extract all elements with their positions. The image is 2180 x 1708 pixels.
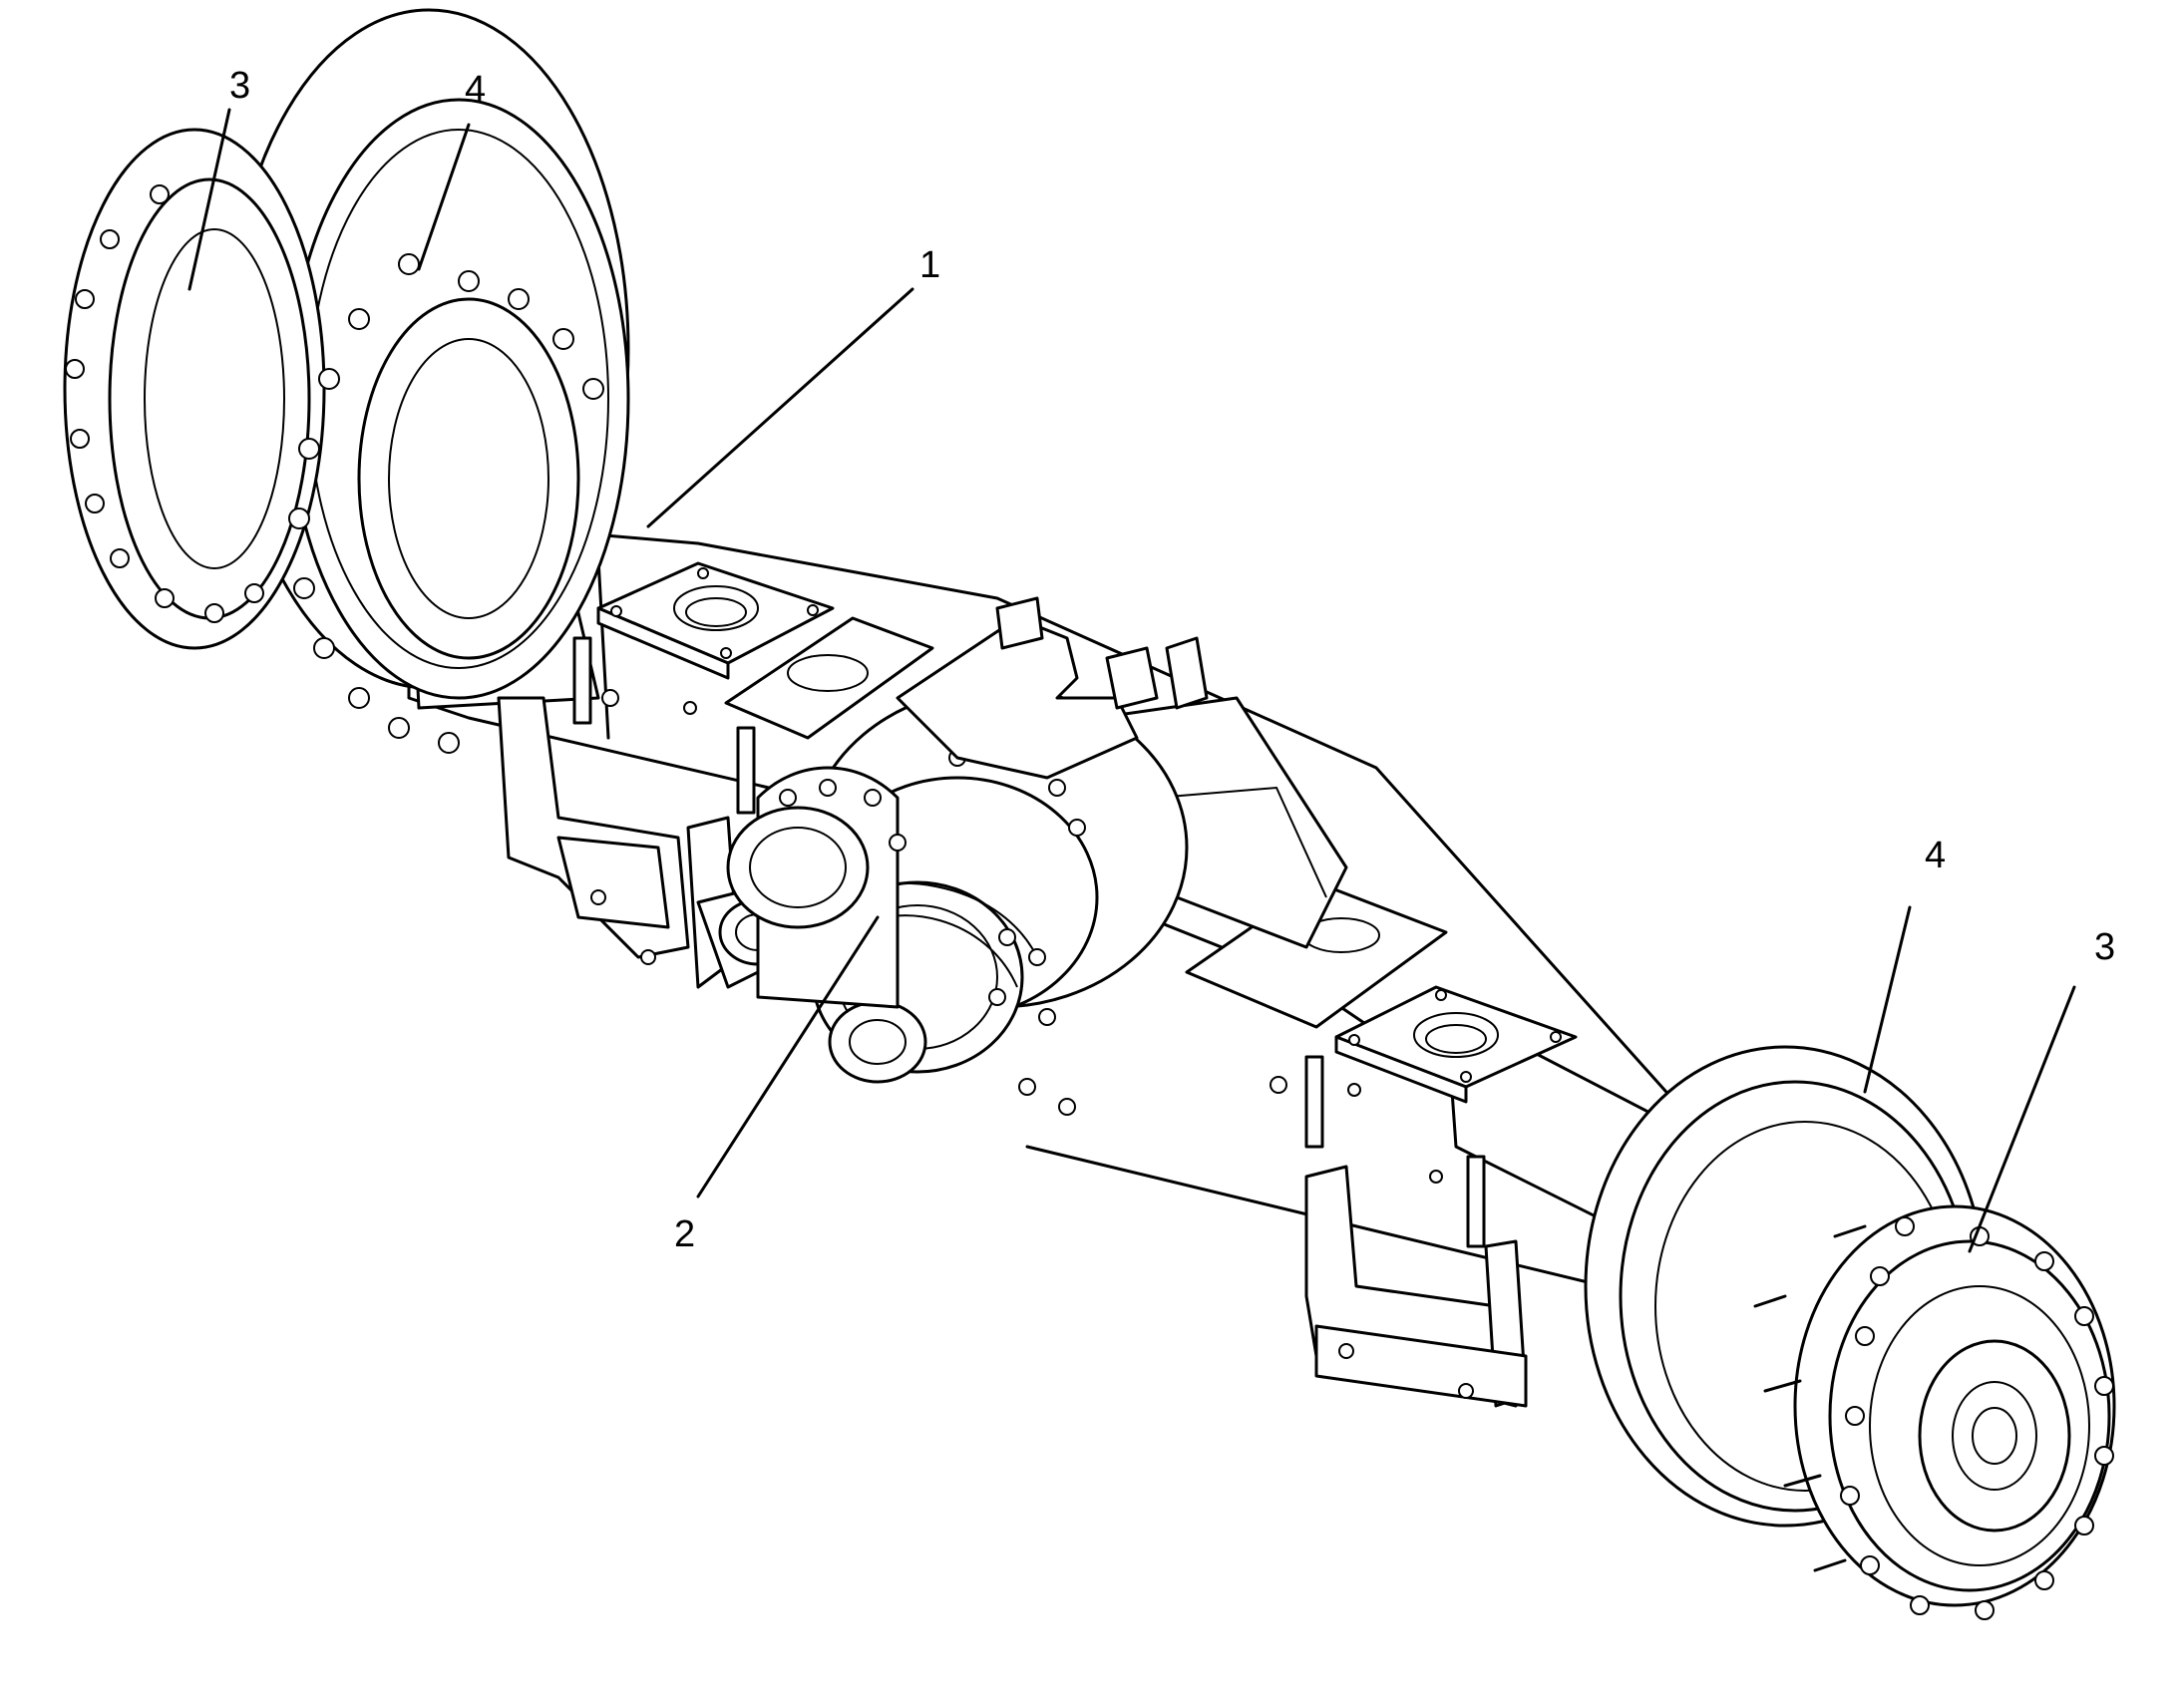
right-hub-long-studs xyxy=(1753,1224,1867,1572)
leader-lines xyxy=(187,108,2076,1253)
center-left-pad xyxy=(724,616,934,740)
callout-4-right: 4 xyxy=(1925,835,1946,876)
right-wheel-hub xyxy=(1753,1204,2116,1620)
differential-carrier xyxy=(696,596,1209,1116)
left-mounting-pad xyxy=(596,561,835,680)
callout-3-right: 3 xyxy=(2094,926,2115,968)
left-brake-lugs xyxy=(288,253,604,754)
left-brake-drum xyxy=(227,8,630,700)
callout-2: 2 xyxy=(674,1213,695,1255)
right-spring-bracket xyxy=(1304,1165,1528,1408)
callout-labels: 1 2 3 4 4 3 xyxy=(229,65,2115,1255)
left-spring-bracket xyxy=(497,696,740,989)
right-mounting-pad xyxy=(1334,985,1578,1104)
callout-3-left: 3 xyxy=(229,65,250,107)
callout-4-left: 4 xyxy=(465,69,486,111)
left-hub-studs xyxy=(65,184,264,623)
callout-1: 1 xyxy=(919,244,940,286)
slot-markings xyxy=(572,636,1486,1248)
right-hub-studs xyxy=(1840,1216,2114,1620)
left-wheel-hub xyxy=(63,128,604,754)
